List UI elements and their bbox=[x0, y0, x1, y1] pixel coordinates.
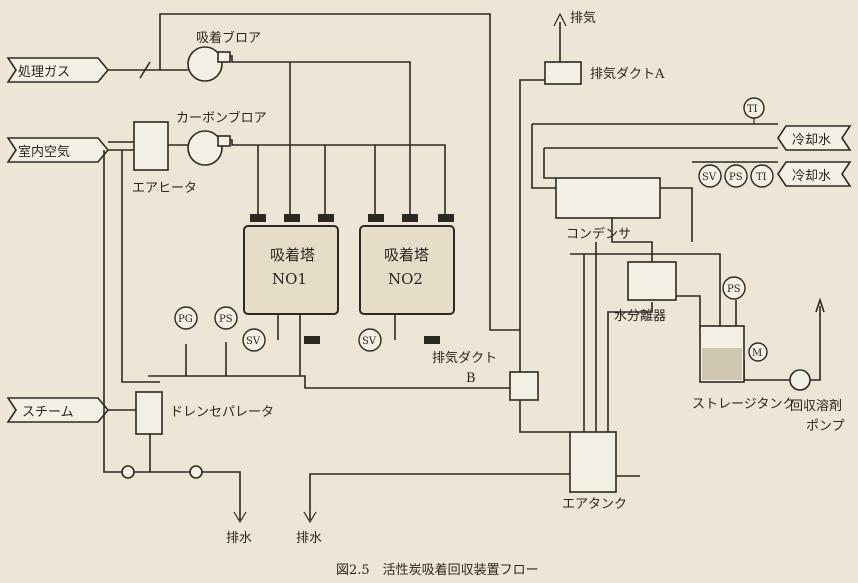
svg-text:TI: TI bbox=[747, 104, 758, 115]
inlet-cooling-water-1: 冷却水 bbox=[777, 125, 852, 151]
ti-gauge-2: TI bbox=[750, 164, 774, 188]
inlet-process-gas-label: 処理ガス bbox=[18, 65, 70, 80]
ti-top-gauge: TI bbox=[743, 97, 765, 124]
adsorption-blower: 吸着ブロア bbox=[187, 30, 261, 82]
svg-text:PS: PS bbox=[727, 284, 741, 295]
pg-gauge: PG bbox=[174, 306, 198, 330]
inlet-room-air-label: 室内空気 bbox=[18, 144, 70, 160]
tower-no1-label-2: NO1 bbox=[272, 270, 307, 288]
piping bbox=[103, 13, 825, 520]
recovery-pump-label-1: 回収溶剤 bbox=[790, 398, 842, 414]
air-tank: エアタンク bbox=[562, 431, 627, 512]
tower-no1-label-1: 吸着塔 bbox=[270, 246, 315, 264]
svg-text:PS: PS bbox=[729, 172, 743, 183]
cooling-water-1-label: 冷却水 bbox=[792, 133, 831, 148]
exhaust-duct-a: 排気ダクトA 排気 bbox=[544, 10, 665, 85]
exhaust-duct-a-label: 排気ダクトA bbox=[590, 66, 665, 82]
instruments: PG PS SV SV TI SV PS TI bbox=[174, 97, 774, 352]
condenser: コンデンサ bbox=[555, 177, 661, 242]
sv-valve-1: SV bbox=[242, 328, 266, 352]
svg-text:SV: SV bbox=[362, 336, 377, 347]
drain-separator-label: ドレンセパレータ bbox=[170, 405, 274, 420]
inlet-process-gas: 処理ガス bbox=[6, 57, 110, 83]
exhaust-duct-b-label-1: 排気ダクト bbox=[432, 350, 497, 366]
recovery-pump-label-2: ポンプ bbox=[806, 419, 845, 434]
carbon-blower-label: カーボンブロア bbox=[176, 110, 267, 126]
tower-valves bbox=[250, 214, 454, 344]
drain-label-2: 排水 bbox=[296, 531, 322, 546]
adsorption-blower-label: 吸着ブロア bbox=[196, 30, 261, 46]
svg-text:SV: SV bbox=[702, 172, 717, 183]
svg-text:SV: SV bbox=[246, 336, 261, 347]
svg-text:PG: PG bbox=[178, 314, 193, 325]
storage-tank: M ストレージタンク bbox=[692, 325, 795, 412]
condenser-label: コンデンサ bbox=[566, 226, 631, 242]
motor-m-label: M bbox=[752, 348, 762, 359]
drain-separator: ドレンセパレータ bbox=[135, 391, 274, 435]
exhaust-duct-b-label-2: B bbox=[466, 371, 476, 386]
svg-text:PS: PS bbox=[219, 314, 233, 325]
tower-no2-label-1: 吸着塔 bbox=[384, 246, 429, 264]
recovery-solvent-pump: 回収溶剤 ポンプ bbox=[789, 369, 845, 434]
inlet-steam-label: スチーム bbox=[22, 405, 74, 420]
svg-text:TI: TI bbox=[756, 172, 767, 183]
drain-label-1: 排水 bbox=[226, 531, 252, 546]
air-heater: エアヒータ bbox=[132, 121, 197, 196]
drain-traps bbox=[121, 465, 203, 479]
exhaust-duct-b: 排気ダクト B bbox=[432, 350, 539, 401]
carbon-blower: カーボンブロア bbox=[176, 110, 267, 166]
inlet-steam: スチーム bbox=[6, 397, 110, 423]
sv-valve-3: SV bbox=[698, 164, 722, 188]
adsorption-tower-no2: 吸着塔 NO2 bbox=[359, 225, 455, 315]
water-separator-label: 水分離器 bbox=[614, 309, 666, 324]
sv-valve-2: SV bbox=[358, 328, 382, 352]
ps-gauge-2: PS bbox=[724, 164, 748, 188]
adsorption-tower-no1: 吸着塔 NO1 bbox=[243, 225, 339, 315]
flow-arrows bbox=[233, 12, 567, 524]
figure-caption: 図2.5 活性炭吸着回収装置フロー bbox=[336, 562, 539, 578]
exhaust-top-label: 排気 bbox=[570, 10, 596, 26]
storage-tank-label: ストレージタンク bbox=[692, 397, 795, 412]
inlet-cooling-water-2: 冷却水 bbox=[777, 161, 852, 187]
inlet-room-air: 室内空気 bbox=[6, 137, 110, 163]
air-heater-label: エアヒータ bbox=[132, 181, 197, 196]
air-tank-label: エアタンク bbox=[562, 497, 627, 512]
cooling-water-2-label: 冷却水 bbox=[792, 169, 831, 184]
tower-no2-label-2: NO2 bbox=[388, 270, 423, 288]
ps-gauge-3: PS bbox=[722, 276, 746, 300]
water-separator: 水分離器 bbox=[614, 261, 677, 324]
ps-gauge-1: PS bbox=[214, 306, 238, 330]
